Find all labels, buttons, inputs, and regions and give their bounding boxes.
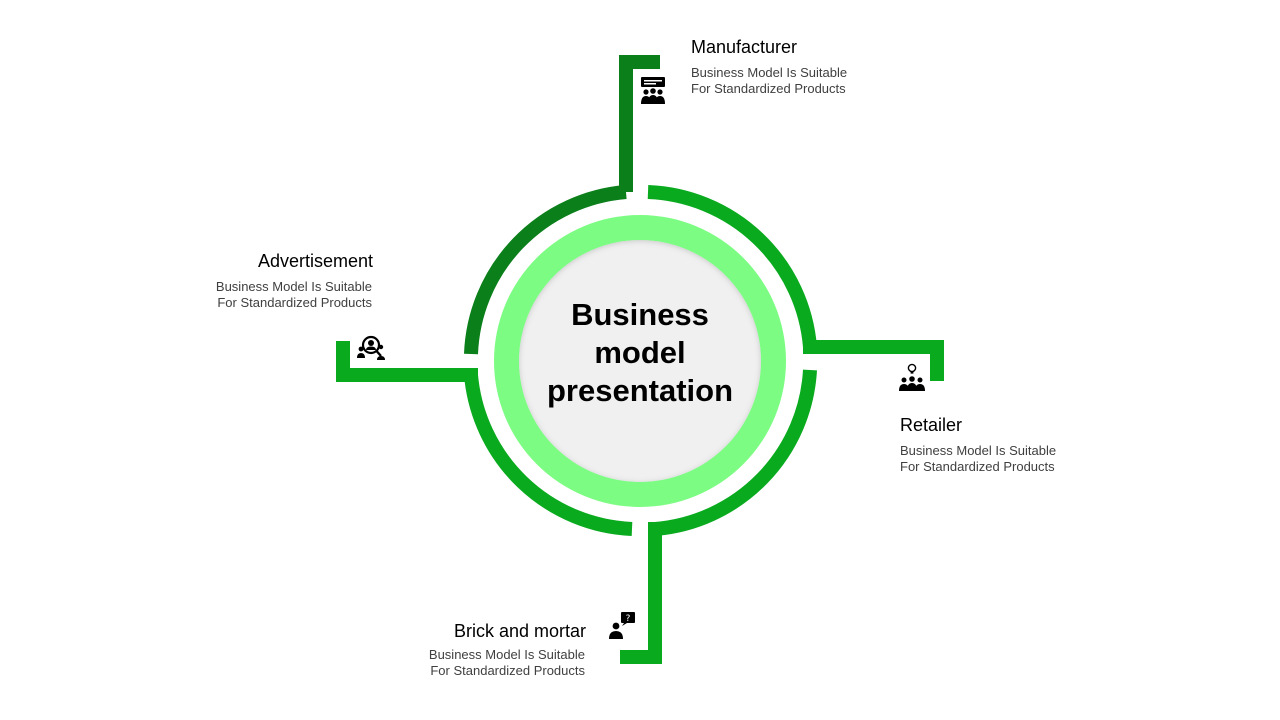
manufacturer-description: Business Model Is Suitable For Standardi… — [691, 65, 847, 97]
retailer-description: Business Model Is Suitable For Standardi… — [900, 443, 1056, 475]
search-people-icon — [357, 335, 385, 360]
advertisement-description-line-2: For Standardized Products — [217, 295, 372, 310]
manufacturer-description-line-1: Business Model Is Suitable — [691, 65, 848, 80]
retailer-description-line-1: Business Model Is Suitable — [900, 443, 1057, 458]
presentation-group-icon — [641, 77, 665, 104]
arc-manufacturer — [464, 185, 627, 355]
connector-brick — [620, 522, 662, 664]
advertisement-title: Advertisement — [257, 251, 373, 271]
advertisement-description: Business Model Is Suitable For Standardi… — [182, 279, 372, 311]
arc-brick — [654, 369, 817, 536]
retailer-title: Retailer — [900, 415, 963, 435]
brick-and-mortar-title: Brick and mortar — [453, 621, 586, 641]
arc-advertisement — [464, 374, 633, 536]
manufacturer-description-line-2: For Standardized Products — [691, 81, 846, 96]
idea-team-icon — [899, 363, 925, 391]
svg-text:?: ? — [626, 614, 631, 624]
brick-and-mortar-description-line-2: For Standardized Products — [430, 663, 585, 678]
question-person-icon: ? — [609, 612, 635, 639]
manufacturer-title: Manufacturer — [691, 37, 798, 57]
connector-manufacturer — [619, 55, 660, 192]
brick-and-mortar-description: Business Model Is Suitable For Standardi… — [395, 647, 585, 679]
connector-retailer — [803, 340, 944, 381]
connector-advertisement — [336, 341, 478, 382]
advertisement-description-line-1: Business Model Is Suitable — [215, 279, 372, 294]
center-disc — [519, 240, 761, 482]
center-title-line-2: model — [594, 335, 686, 370]
center-title-line-3: presentation — [546, 373, 734, 408]
center-title: Business model presentation — [520, 296, 760, 410]
brick-and-mortar-description-line-1: Business Model Is Suitable — [428, 647, 585, 662]
center-title-line-1: Business — [571, 297, 709, 332]
arc-retailer — [647, 185, 817, 348]
retailer-description-line-2: For Standardized Products — [900, 459, 1055, 474]
